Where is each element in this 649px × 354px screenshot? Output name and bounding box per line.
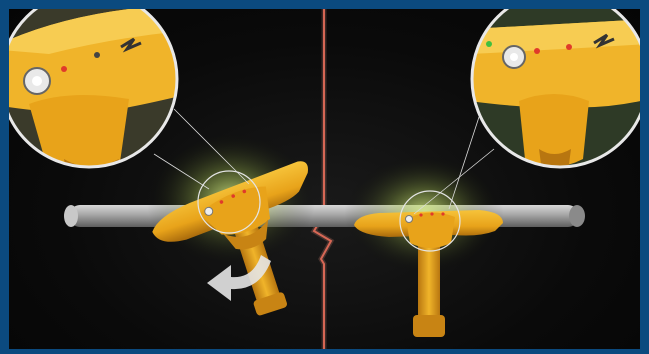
buried-pipe — [64, 205, 585, 227]
upright-locator — [354, 210, 503, 337]
illustration-scene — [9, 9, 640, 349]
magnifier-circle-right — [469, 9, 640, 179]
locator-illustration — [9, 9, 640, 349]
center-divider — [314, 9, 331, 349]
